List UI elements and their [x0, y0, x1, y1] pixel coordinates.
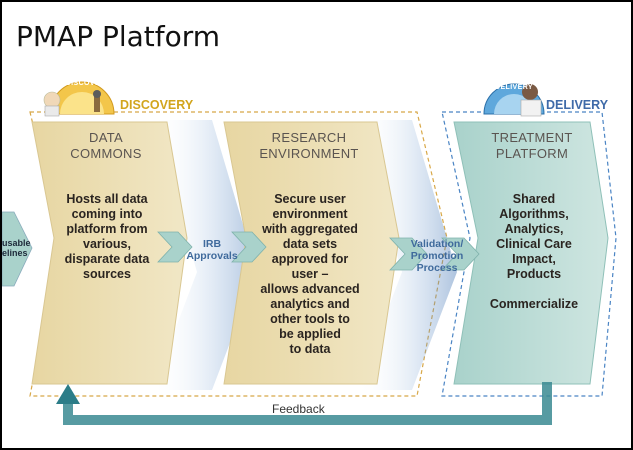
panel-1-body-line: various,	[83, 237, 131, 251]
panel-3-title-line-1: TREATMENT	[491, 130, 573, 145]
connector-chevron-4	[441, 237, 480, 271]
feedback-label: Feedback	[272, 402, 325, 416]
panel-1-title-line-1: DATA	[89, 130, 123, 145]
connector-chevron-1	[157, 231, 193, 263]
panel-2-body-line: be applied	[279, 327, 341, 341]
inflow-label-line-2: elines	[2, 248, 28, 258]
feedback-arrow-body	[63, 382, 552, 425]
connector-2-line-3: Process	[416, 262, 458, 274]
panel-2-title: RESEARCH ENVIRONMENT	[240, 130, 378, 162]
panel-2-title-line-1: RESEARCH	[271, 130, 347, 145]
panel-1-body-line: platform from	[66, 222, 148, 236]
panel-3-body-line: Impact,	[512, 252, 556, 266]
panel-1-body-line: Hosts all data	[66, 192, 148, 206]
discovery-badge-text: DISCOVERY	[65, 80, 111, 87]
delivery-badge-icon	[483, 83, 545, 117]
panel-2-body-line: Secure user	[274, 192, 346, 206]
panel-1-body: Hosts all data coming into platform from…	[46, 192, 168, 282]
connector-1-line-2: Approvals	[186, 250, 238, 262]
delivery-badge-text: DELIVERY	[495, 84, 533, 91]
delivery-label: DELIVERY	[546, 98, 609, 112]
panel-2-body-line: data sets	[282, 237, 338, 251]
discovery-label: DISCOVERY	[120, 98, 194, 112]
panel-1-title: DATA COMMONS	[46, 130, 166, 162]
panel-2-body-line: allows advanced	[260, 282, 360, 296]
feedback-arrow-head	[56, 384, 80, 404]
panel-2-body-line: analytics and	[270, 297, 350, 311]
panel-2-body-line: approved for	[271, 252, 349, 266]
panel-treatment-platform	[453, 121, 609, 385]
connector-chevron-3	[389, 237, 428, 271]
panel-2-body-line: with aggregated	[262, 222, 358, 236]
panel-2-body-line: user –	[291, 267, 329, 281]
connector-label-irb: IRB Approvals	[182, 238, 242, 262]
panel-3-title-line-2: PLATFORM	[495, 146, 569, 161]
panel-3-spacer	[472, 282, 596, 297]
delivery-outline	[441, 111, 617, 397]
panel-3-body-line: Analytics,	[504, 222, 564, 236]
panel-3-body-line: Shared	[512, 192, 556, 206]
panel-2-title-line-2: ENVIRONMENT	[259, 146, 359, 161]
panel-2-body-line: environment	[272, 207, 348, 221]
panel-1-body-line: disparate data	[64, 252, 150, 266]
panel-2-body: Secure user environment with aggregated …	[240, 192, 380, 357]
discovery-badge-icon	[43, 81, 115, 117]
inflow-label-line-1: usable	[2, 238, 31, 248]
panel-1-body-line: sources	[83, 267, 131, 281]
panel-2-body-line: other tools to	[270, 312, 350, 326]
connector-2-line-1: Validation/	[410, 238, 464, 250]
connector-chevron-2	[231, 231, 267, 263]
panel-2-body-line: to data	[289, 342, 331, 356]
panel-3-body: Shared Algorithms, Analytics, Clinical C…	[472, 192, 596, 312]
panel-3-title: TREATMENT PLATFORM	[470, 130, 594, 162]
panel-3-commercialize: Commercialize	[489, 297, 579, 311]
panel-data-commons	[31, 121, 188, 385]
panel-3-body-line: Algorithms,	[499, 207, 569, 221]
panel-3-body-line: Products	[506, 267, 562, 281]
slide-title: PMAP Platform	[16, 20, 221, 53]
connector-1-line-1: IRB	[202, 238, 222, 250]
panel-1-body-line: coming into	[71, 207, 143, 221]
connector-label-validation: Validation/ Promotion Process	[404, 238, 470, 274]
connector-2-line-2: Promotion	[410, 250, 464, 262]
inflow-label: usable elines	[2, 238, 32, 258]
panel-3-body-line: Clinical Care	[496, 237, 572, 251]
panel-1-title-line-2: COMMONS	[70, 146, 142, 161]
inflow-arrow	[2, 211, 33, 287]
